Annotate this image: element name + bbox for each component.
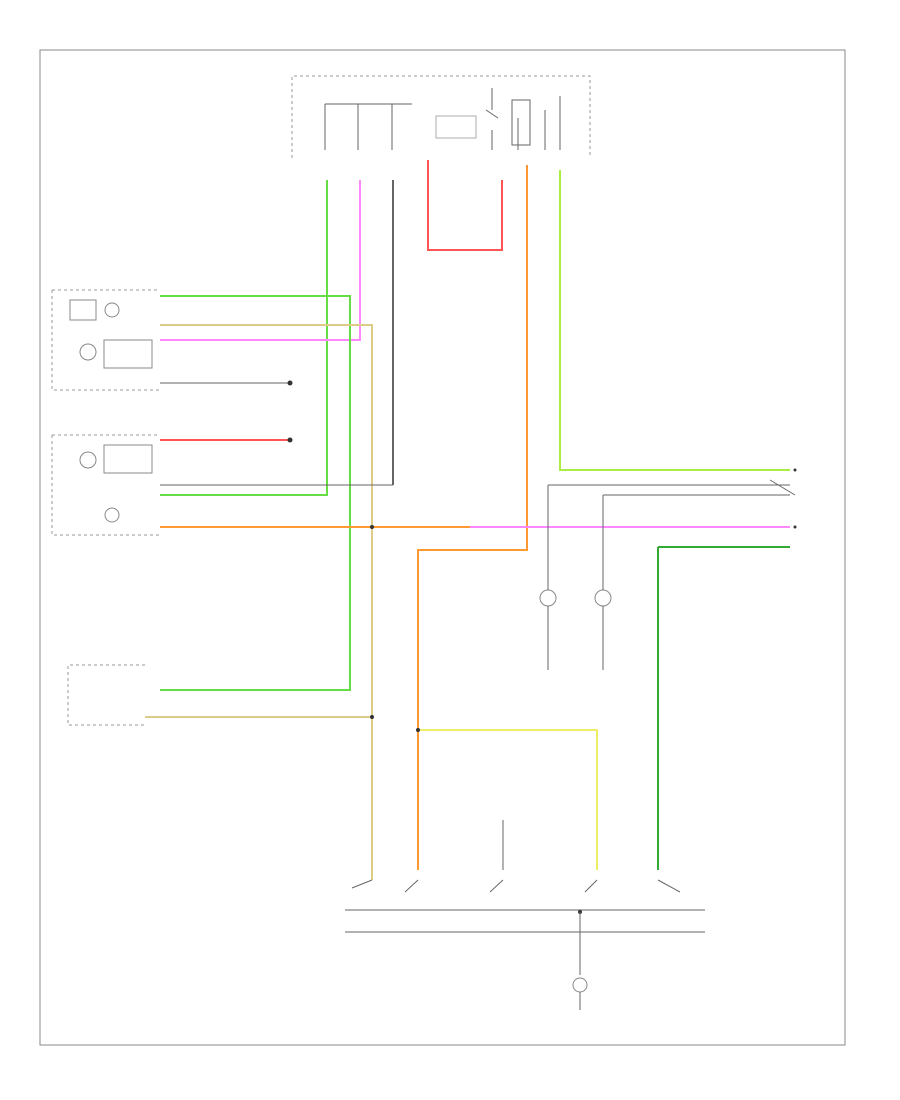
bottom-ground [572,912,588,1010]
wire-red-loop [427,160,503,251]
wire-orange-main [417,165,528,870]
wire-green-left [160,180,328,496]
wire-tan-left [160,324,373,880]
diagram-border [39,49,846,1046]
combo-switch [345,879,705,933]
wire-green-cluster [160,295,351,691]
instrument-cluster [67,664,374,726]
right-connector [547,468,797,870]
wire-dkgreen-right [657,546,790,870]
wire-pink-left [160,180,361,341]
rear-lamps [539,560,612,670]
wire-yellow [418,729,598,870]
right-front-lamp [51,434,790,536]
fuse-relay-block [291,75,591,158]
wire-green-right [559,170,790,471]
left-front-lamp [51,289,373,880]
top-wires [160,160,790,870]
